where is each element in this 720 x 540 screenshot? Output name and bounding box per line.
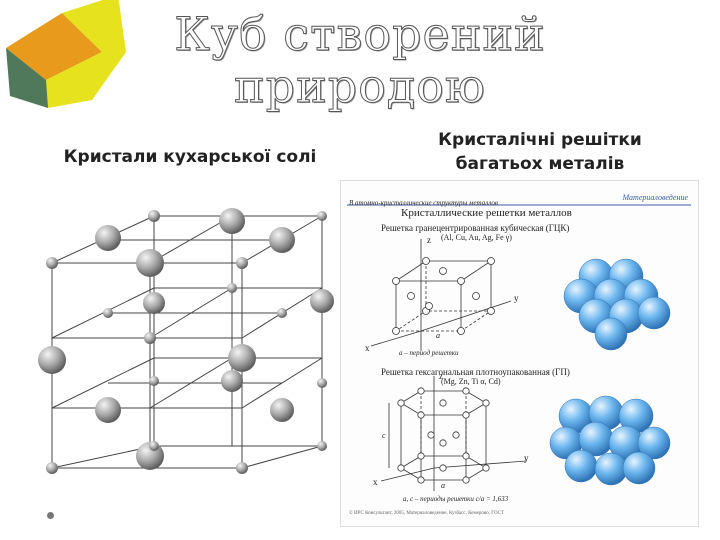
hcp-label-a: a [441,481,445,490]
hcp-label-c: c [382,431,386,440]
fcc-axis-x: x [365,343,370,353]
fcc-axis-z: z [427,235,431,245]
hcp-axis-x: x [373,477,378,487]
hcp-metals: (Mg, Zn, Ti α, Cd) [441,377,501,386]
hcp-axis-y: y [524,453,529,463]
panel-top-note: В атомно-кристаллические структуры метал… [349,199,498,207]
panel-footer: © ИРС Консультант, 2005, Материаловедени… [349,511,505,516]
hcp-axis-z: z [439,371,443,381]
nacl-lattice-illustration [38,208,334,474]
bullet-icon [47,512,54,519]
slide-title: Куб створений природою [160,7,560,113]
fcc-caption: а – период решетки [399,349,459,357]
metal-lattices-panel: В атомно-кристаллические структуры метал… [340,180,699,527]
panel-brand: Материаловедение [622,193,688,202]
title-line-2: природою [234,59,486,113]
title-line-1: Куб створений [174,7,546,61]
caption-salt-crystals: Кристали кухарської солі [63,147,317,167]
cube-logo-icon [6,0,126,108]
caption-right-line-2: багатьох металів [455,154,625,174]
fcc-metals: (Al, Cu, Au, Ag, Fe γ) [441,233,512,242]
caption-right-line-1: Кристалічні решітки [438,130,642,150]
panel-heading: Кристаллические решетки металлов [401,207,572,219]
fcc-label-a: a [436,331,440,340]
metal-lattices-drawing [347,204,691,491]
hcp-title: Решетка гексагональная плотноупакованная… [381,367,570,377]
caption-metal-lattices: Кристалічні решітки багатьох металів [400,128,680,176]
hcp-caption: а, с – периоды решетки c/a = 1,633 [403,495,509,503]
fcc-axis-y: y [514,293,519,303]
fcc-title: Решетка гранецентрированная кубическая (… [381,223,570,233]
